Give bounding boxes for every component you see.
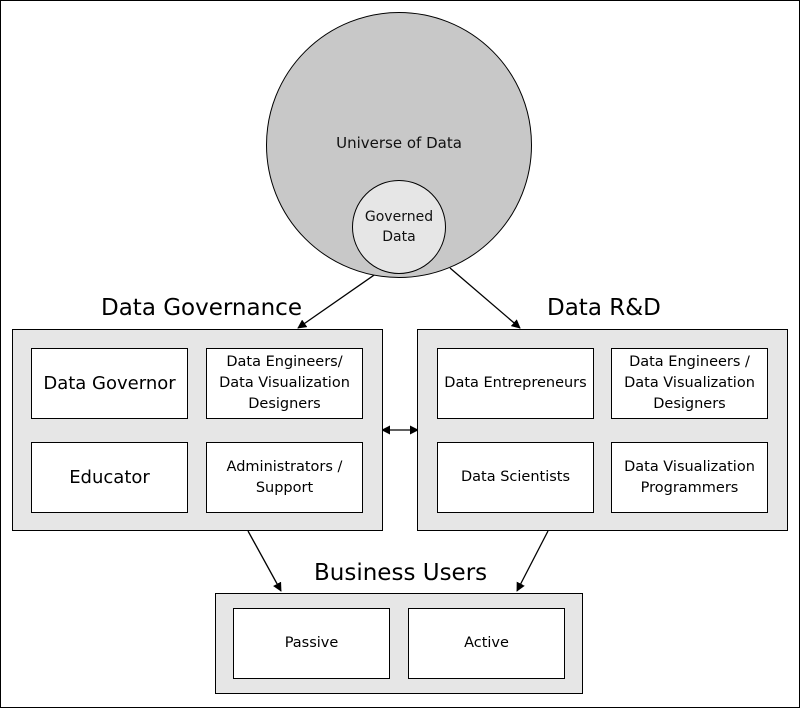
active-box: Active — [408, 608, 565, 679]
arrow-universe-to-rnd — [449, 267, 521, 329]
data-governance-title: Data Governance — [101, 295, 302, 321]
data-entrepreneurs-box: Data Entrepreneurs — [437, 348, 594, 419]
governance-data-engineers-box: Data Engineers/ Data Visualization Desig… — [206, 348, 363, 419]
administrators-support-box: Administrators / Support — [206, 442, 363, 513]
passive-box: Passive — [233, 608, 390, 679]
data-scientists-box: Data Scientists — [437, 442, 594, 513]
educator-box: Educator — [31, 442, 188, 513]
business-users-title: Business Users — [314, 560, 488, 586]
data-rnd-title: Data R&D — [547, 295, 661, 321]
data-governor-box: Data Governor — [31, 348, 188, 419]
universe-of-data-label: Universe of Data — [336, 134, 462, 152]
rnd-data-engineers-box: Data Engineers / Data Visualization Desi… — [611, 348, 768, 419]
governed-data-circle: Governed Data — [352, 180, 446, 274]
arrow-rnd-to-business — [516, 530, 549, 592]
data-visualization-programmers-box: Data Visualization Programmers — [611, 442, 768, 513]
arrow-governance-to-business — [247, 530, 282, 592]
